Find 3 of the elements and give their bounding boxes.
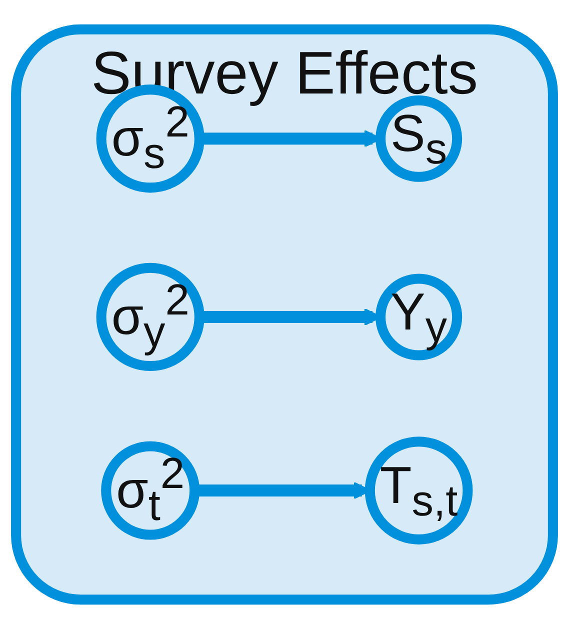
node-circle: T$_{s,t}$ — [364, 436, 473, 544]
node-circle: Y$_{y}$ — [376, 274, 462, 360]
node-circle: S$_{s}$ — [376, 95, 462, 182]
